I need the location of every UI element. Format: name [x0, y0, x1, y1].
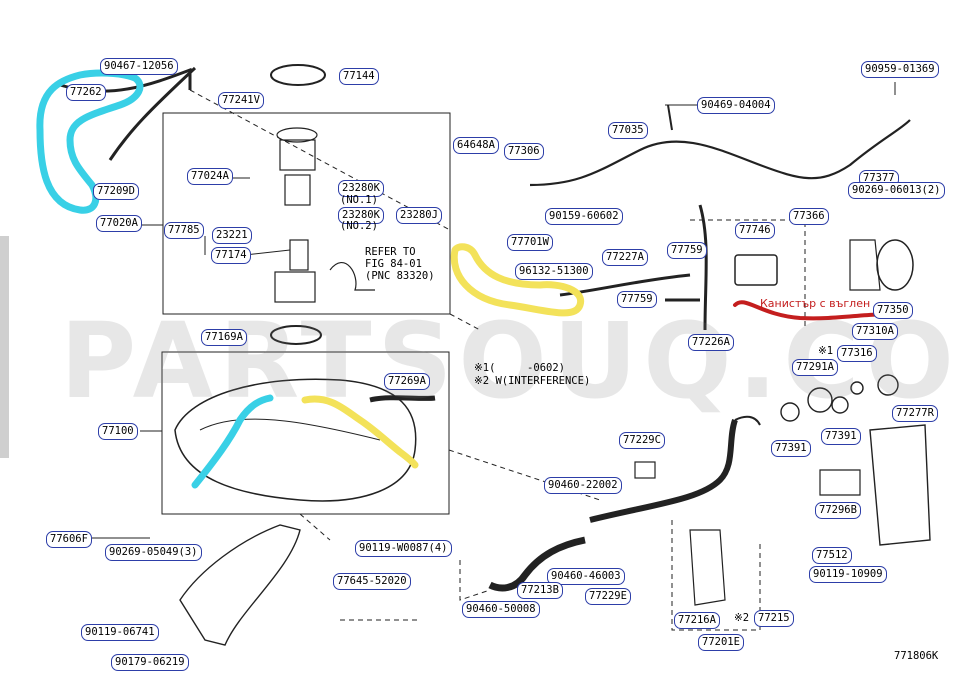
- part-callout[interactable]: 90469-04004: [697, 97, 775, 114]
- part-callout[interactable]: 77759: [617, 291, 657, 308]
- clamp-77229c: [634, 461, 656, 479]
- footnote-2: ※2 W(INTERFERENCE): [474, 375, 591, 387]
- fuel-pump-module: [274, 127, 375, 303]
- protector-77277: [869, 424, 931, 546]
- part-callout[interactable]: 77391: [821, 428, 861, 445]
- part-callout[interactable]: 23280J: [396, 207, 442, 224]
- part-callout[interactable]: 77144: [339, 68, 379, 85]
- part-callout[interactable]: 77785: [164, 222, 204, 239]
- hose-77226: [698, 204, 708, 331]
- part-callout[interactable]: 77296B: [815, 502, 861, 519]
- part-callout[interactable]: 77229E: [585, 588, 631, 605]
- vapor-hose-77035: [529, 119, 911, 187]
- scrollbar-edge[interactable]: [0, 236, 9, 458]
- fuel-door-77350: [876, 239, 914, 291]
- charcoal-canister: [734, 254, 778, 286]
- part-callout[interactable]: 77100: [98, 423, 138, 440]
- part-callout[interactable]: 90119-W0087(4): [355, 540, 452, 557]
- part-callout[interactable]: 90460-50008: [462, 601, 540, 618]
- lock-ring-77144: [270, 64, 326, 86]
- bracket-77296: [819, 469, 861, 496]
- highlights: [36, 69, 902, 489]
- hose-77213: [488, 536, 586, 592]
- part-callout[interactable]: 90179-06219: [111, 654, 189, 671]
- part-callout[interactable]: 77174: [211, 247, 251, 264]
- gasket-77316: [850, 381, 864, 395]
- part-callout[interactable]: 23280K: [338, 180, 384, 197]
- part-callout[interactable]: 90460-46003: [547, 568, 625, 585]
- note-no2: (NO.2): [340, 220, 378, 232]
- part-callout[interactable]: 77701W: [507, 234, 553, 251]
- part-callout[interactable]: 90119-06741: [81, 624, 159, 641]
- part-callout[interactable]: 90460-22002: [544, 477, 622, 494]
- part-callout[interactable]: 64648A: [453, 137, 499, 154]
- part-callout[interactable]: 77310A: [852, 323, 898, 340]
- part-callout[interactable]: 90159-60602: [545, 208, 623, 225]
- pump-assembly-frame: [162, 112, 451, 315]
- gasket-77169: [270, 325, 322, 345]
- part-callout[interactable]: 23280K: [338, 207, 384, 224]
- part-callout[interactable]: 77227A: [602, 249, 648, 266]
- yellow-mark-hose: [450, 243, 585, 317]
- part-callout[interactable]: 77759: [667, 242, 707, 259]
- part-callout[interactable]: 77213B: [517, 582, 563, 599]
- part-callout[interactable]: 90269-06013(2): [848, 182, 945, 199]
- part-callout[interactable]: 77169A: [201, 329, 247, 346]
- bracket-77216: [689, 529, 726, 606]
- part-callout[interactable]: 77024A: [187, 168, 233, 185]
- cyan-mark-top: [36, 69, 144, 214]
- part-callout[interactable]: 77262: [66, 84, 106, 101]
- part-callout[interactable]: 77512: [812, 547, 852, 564]
- part-callout[interactable]: 77269A: [384, 373, 430, 390]
- drawing-number: 771806K: [894, 650, 939, 662]
- part-callout[interactable]: 90119-10909: [809, 566, 887, 583]
- part-callout[interactable]: 90467-12056: [100, 58, 178, 75]
- filler-pipe: [589, 419, 738, 523]
- part-callout[interactable]: 23221: [212, 227, 252, 244]
- ring-77391b: [831, 396, 849, 414]
- canister-annotation: Канистър с въглен: [760, 297, 871, 310]
- yellow-mark-tank: [301, 395, 419, 469]
- note-refer-fig: REFER TO FIG 84-01 (PNC 83320): [365, 246, 435, 282]
- part-callout[interactable]: 77350: [873, 302, 913, 319]
- tank-frame: [161, 351, 450, 515]
- dashed-leaders: [189, 89, 806, 631]
- hose-clip-line: [667, 104, 673, 131]
- part-callout[interactable]: 90269-05049(3): [105, 544, 202, 561]
- part-callout[interactable]: 77215: [754, 610, 794, 627]
- part-callout[interactable]: 77316: [837, 345, 877, 362]
- cap-77291: [807, 387, 833, 413]
- fuel-tank: [174, 378, 417, 502]
- part-callout[interactable]: 77645-52020: [333, 573, 411, 590]
- part-callout[interactable]: 77035: [608, 122, 648, 139]
- part-callout[interactable]: 77746: [735, 222, 775, 239]
- mark-note-1: ※1: [818, 345, 834, 357]
- part-callout[interactable]: 77229C: [619, 432, 665, 449]
- footnote-1: ※1( -0602): [474, 362, 565, 374]
- part-callout[interactable]: 77020A: [96, 215, 142, 232]
- part-callout[interactable]: 77216A: [674, 612, 720, 629]
- part-callout[interactable]: 77306: [504, 143, 544, 160]
- part-callout[interactable]: 77391: [771, 440, 811, 457]
- part-callout[interactable]: 77606F: [46, 531, 92, 548]
- tube-77209: [108, 66, 197, 161]
- part-callout[interactable]: 77366: [789, 208, 829, 225]
- cap-77310: [877, 374, 899, 396]
- part-callout[interactable]: 77201E: [698, 634, 744, 651]
- part-callout[interactable]: 77226A: [688, 334, 734, 351]
- note-no1: (NO.1): [340, 194, 378, 206]
- ring-77391a: [780, 402, 800, 422]
- part-callout[interactable]: 90959-01369: [861, 61, 939, 78]
- part-callout[interactable]: 77277R: [892, 405, 938, 422]
- protector-77606: [179, 524, 301, 646]
- part-callout[interactable]: 77241V: [218, 92, 264, 109]
- hose-77269: [369, 395, 436, 403]
- mark-note-2: ※2: [734, 612, 750, 624]
- part-callout[interactable]: 77209D: [93, 183, 139, 200]
- cyan-mark-tank: [191, 394, 274, 489]
- part-callout[interactable]: 96132-51300: [515, 263, 593, 280]
- part-callout[interactable]: 77291A: [792, 359, 838, 376]
